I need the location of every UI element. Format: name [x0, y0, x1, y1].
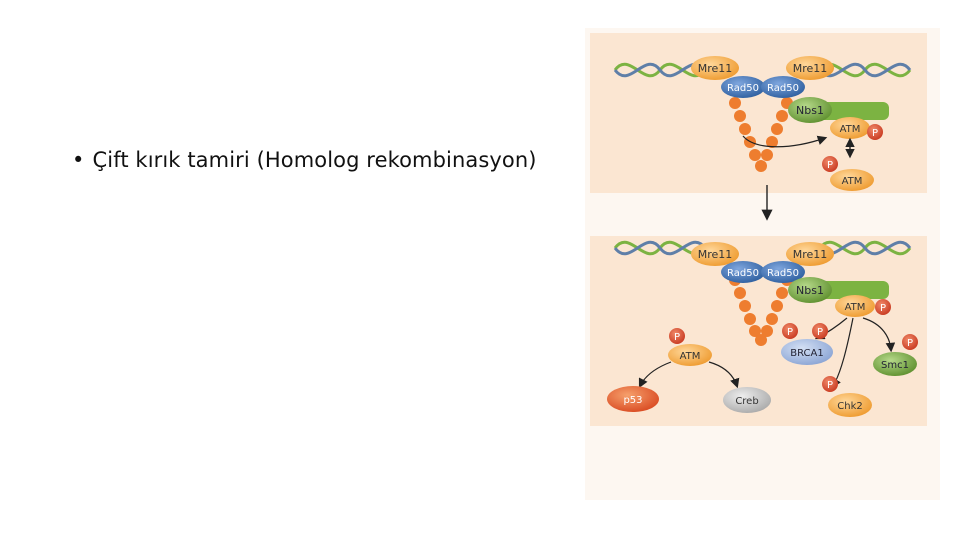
atm-bound-bottom [835, 295, 875, 317]
rad50-left-top-label: Rad50 [727, 83, 759, 94]
phospho-atm-left [669, 328, 685, 344]
phospho-chk2 [822, 376, 838, 392]
p53 [607, 386, 659, 412]
rad50-right-top-label: Rad50 [767, 83, 799, 94]
dna-helix-right-top [818, 62, 912, 78]
brca1 [781, 339, 833, 365]
phospho-brca1-2 [812, 323, 828, 339]
double-strand-break-repair-figure: Mre11 Mre11 Rad50 Rad50 Nbs1 ATM P P [585, 28, 940, 500]
atm-phospho-top-label: ATM [840, 124, 861, 135]
diagram-canvas: Mre11 Mre11 Rad50 Rad50 Nbs1 ATM P P [585, 28, 940, 500]
nbs1-tail-top [817, 102, 889, 120]
dna-helix-left-top [613, 62, 707, 78]
rad50-left-bottom [721, 261, 765, 283]
atm-phospho-top [830, 117, 870, 139]
atm-bound-bottom-label: ATM [845, 302, 866, 313]
phospho-atm-left-label: P [674, 332, 680, 343]
phospho-smc1 [902, 334, 918, 350]
phospho-atm-bound-bottom [875, 299, 891, 315]
creb [723, 387, 771, 413]
rad50-left-top [721, 76, 765, 98]
phospho-brca1-2-label: P [817, 327, 823, 338]
chk2 [828, 393, 872, 417]
atm-free-top-label: ATM [842, 176, 863, 187]
arrow-atm-to-p53 [638, 361, 672, 389]
phospho-atm-top [867, 124, 883, 140]
phospho-atm-bound-bottom-label: P [880, 303, 886, 314]
rad50-right-bottom-label: Rad50 [767, 268, 799, 279]
nbs1-bottom [788, 277, 832, 303]
mre11-left-top-label: Mre11 [698, 62, 733, 75]
nbs1-tail-bottom [817, 281, 889, 299]
phospho-brca1-1 [782, 323, 798, 339]
phospho-chk2-label: P [827, 380, 833, 391]
top-panel: Mre11 Mre11 Rad50 Rad50 Nbs1 ATM P P [590, 33, 927, 193]
rad50-coiled-coil-chain-top [729, 97, 793, 172]
smc1-label: Smc1 [881, 360, 909, 371]
bullet-symbol: • [72, 148, 85, 172]
phospho-atm-free-top-label: P [827, 160, 833, 171]
bottom-panel: Mre11 Mre11 Rad50 Rad50 Nbs1 ATM P P [590, 236, 927, 426]
mre11-left-bottom-label: Mre11 [698, 248, 733, 261]
phospho-brca1-1-label: P [787, 327, 793, 338]
creb-label: Creb [735, 396, 758, 407]
atm-free-top [830, 169, 874, 191]
bullet-item: • Çift kırık tamiri (Homolog rekombinasyo… [72, 148, 537, 172]
rad50-right-top [761, 76, 805, 98]
mre11-left-bottom [691, 242, 739, 266]
mre11-left-top [691, 56, 739, 80]
nbs1-top [788, 97, 832, 123]
nbs1-top-label: Nbs1 [796, 104, 824, 117]
chk2-label: Chk2 [837, 401, 862, 412]
atm-left [668, 344, 712, 366]
p53-label: p53 [623, 395, 642, 406]
rad50-right-bottom [761, 261, 805, 283]
mre11-right-top [786, 56, 834, 80]
arrow-atm-recruit-top [742, 135, 828, 148]
mre11-right-bottom [786, 242, 834, 266]
rad50-left-bottom-label: Rad50 [727, 268, 759, 279]
arrow-atm-to-creb [708, 361, 740, 389]
brca1-label: BRCA1 [790, 348, 824, 359]
bullet-text: Çift kırık tamiri (Homolog rekombinasyon… [92, 148, 537, 172]
phospho-smc1-label: P [907, 338, 913, 349]
phospho-atm-free-top [822, 156, 838, 172]
mre11-right-top-label: Mre11 [793, 62, 828, 75]
smc1 [873, 352, 917, 376]
arrow-atm-to-smc1 [862, 317, 896, 353]
mre11-right-bottom-label: Mre11 [793, 248, 828, 261]
atm-left-label: ATM [680, 351, 701, 362]
phospho-atm-top-label: P [872, 128, 878, 139]
nbs1-bottom-label: Nbs1 [796, 284, 824, 297]
